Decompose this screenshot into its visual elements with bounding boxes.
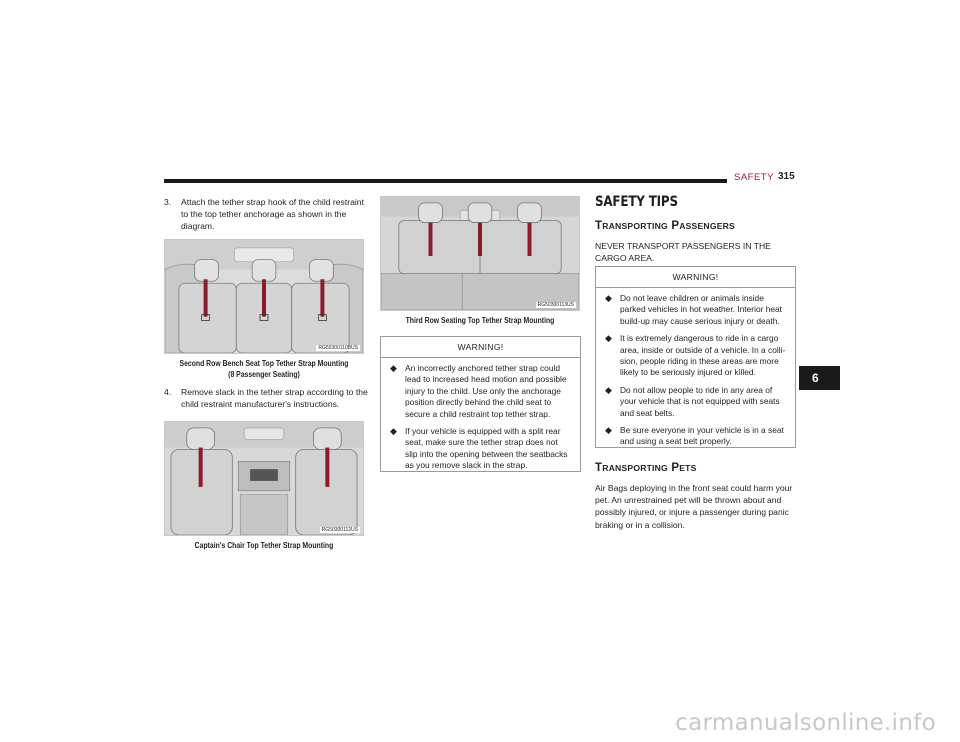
section-title: SAFETY TIPS: [595, 194, 678, 210]
diamond-bullet-icon: ◆: [390, 426, 397, 437]
title-cap: T: [595, 220, 603, 232]
figure-captains-chair: RG50300112US: [164, 421, 364, 536]
subsection-title-pets: TRANSPORTING PETS: [595, 462, 697, 474]
warning-item-text: Be sure everyone in your vehicle is in a…: [620, 425, 784, 447]
step-number: 3.: [164, 197, 172, 207]
warning-item-text: An incorrectly anchored tether strap cou…: [405, 363, 567, 419]
chapter-tab: 6: [799, 366, 840, 390]
title-cap: T: [595, 462, 603, 474]
subsection-title-passengers: TRANSPORTING PASSENGERS: [595, 220, 735, 232]
warning-item-text: Do not allow people to ride in any area …: [620, 384, 780, 418]
header-section-title: SAFETY: [734, 172, 774, 183]
figure-caption: Second Row Bench Seat Top Tether Strap M…: [176, 358, 352, 380]
warning-item: ◆ It is extremely dangerous to ride in a …: [604, 333, 787, 379]
diamond-bullet-icon: ◆: [605, 384, 612, 395]
caption-line: (8 Passenger Seating): [228, 370, 300, 379]
warning-item-text: If your vehicle is equipped with a split…: [405, 426, 568, 471]
warning-item: ◆ Be sure everyone in your vehicle is in …: [604, 425, 787, 448]
warning-title: WARNING!: [381, 337, 580, 358]
intro-text: NEVER TRANSPORT PASSENGERS IN THE CARGO …: [595, 241, 771, 264]
pets-paragraph: Air Bags deploying in the front seat cou…: [595, 483, 793, 530]
title-smallcaps: ETS: [679, 463, 697, 473]
figure-second-row-bench: RG50300110BUS: [164, 239, 364, 354]
step-number: 4.: [164, 387, 172, 397]
step-3: 3. Attach the tether strap hook of the c…: [164, 196, 364, 233]
title-smallcaps: RANSPORTING: [602, 221, 668, 231]
figure-caption: Third Row Seating Top Tether Strap Mount…: [405, 316, 555, 325]
third-row-illustration: [381, 197, 579, 310]
figure-code: RG50300113US: [535, 302, 576, 308]
diamond-bullet-icon: ◆: [390, 363, 397, 373]
page-number: 315: [778, 171, 795, 182]
warning-title: WARNING!: [596, 267, 795, 288]
warning-item: ◆ An incorrectly anchored tether strap co…: [389, 363, 572, 420]
warning-item-text: It is extremely dangerous to ride in a c…: [620, 333, 786, 378]
second-row-bench-illustration: [165, 240, 363, 353]
title-smallcaps: RANSPORTING: [602, 463, 668, 473]
figure-code: RG50300112US: [319, 527, 360, 533]
caption-line: Second Row Bench Seat Top Tether Strap M…: [179, 359, 349, 368]
figure-third-row: RG50300113US: [380, 196, 580, 311]
header-rule: [164, 179, 727, 183]
watermark: carmanualsonline.info: [675, 710, 936, 736]
warning-box-tether: WARNING! ◆ An incorrectly anchored tether…: [380, 336, 581, 472]
diamond-bullet-icon: ◆: [605, 333, 612, 344]
title-cap: P: [671, 462, 680, 474]
warning-item: ◆ If your vehicle is equipped with a spli…: [389, 426, 572, 472]
figure-code: RG50300110BUS: [316, 345, 360, 351]
warning-item: ◆ Do not leave children or animals inside…: [604, 293, 787, 327]
diamond-bullet-icon: ◆: [605, 293, 612, 303]
diamond-bullet-icon: ◆: [605, 425, 612, 436]
step-text: Remove slack in the tether strap accordi…: [181, 387, 368, 410]
step-text: Attach the tether strap hook of the chil…: [181, 197, 364, 232]
figure-caption: Captain's Chair Top Tether Strap Mountin…: [194, 541, 334, 550]
step-4: 4. Remove slack in the tether strap acco…: [164, 386, 368, 410]
warning-box-passengers: WARNING! ◆ Do not leave children or anima…: [595, 266, 796, 448]
captains-chair-illustration: [165, 422, 363, 535]
warning-item: ◆ Do not allow people to ride in any area…: [604, 385, 787, 419]
title-cap: P: [671, 220, 680, 232]
warning-item-text: Do not leave children or animals inside …: [620, 293, 783, 326]
title-smallcaps: ASSENGERS: [679, 221, 735, 231]
